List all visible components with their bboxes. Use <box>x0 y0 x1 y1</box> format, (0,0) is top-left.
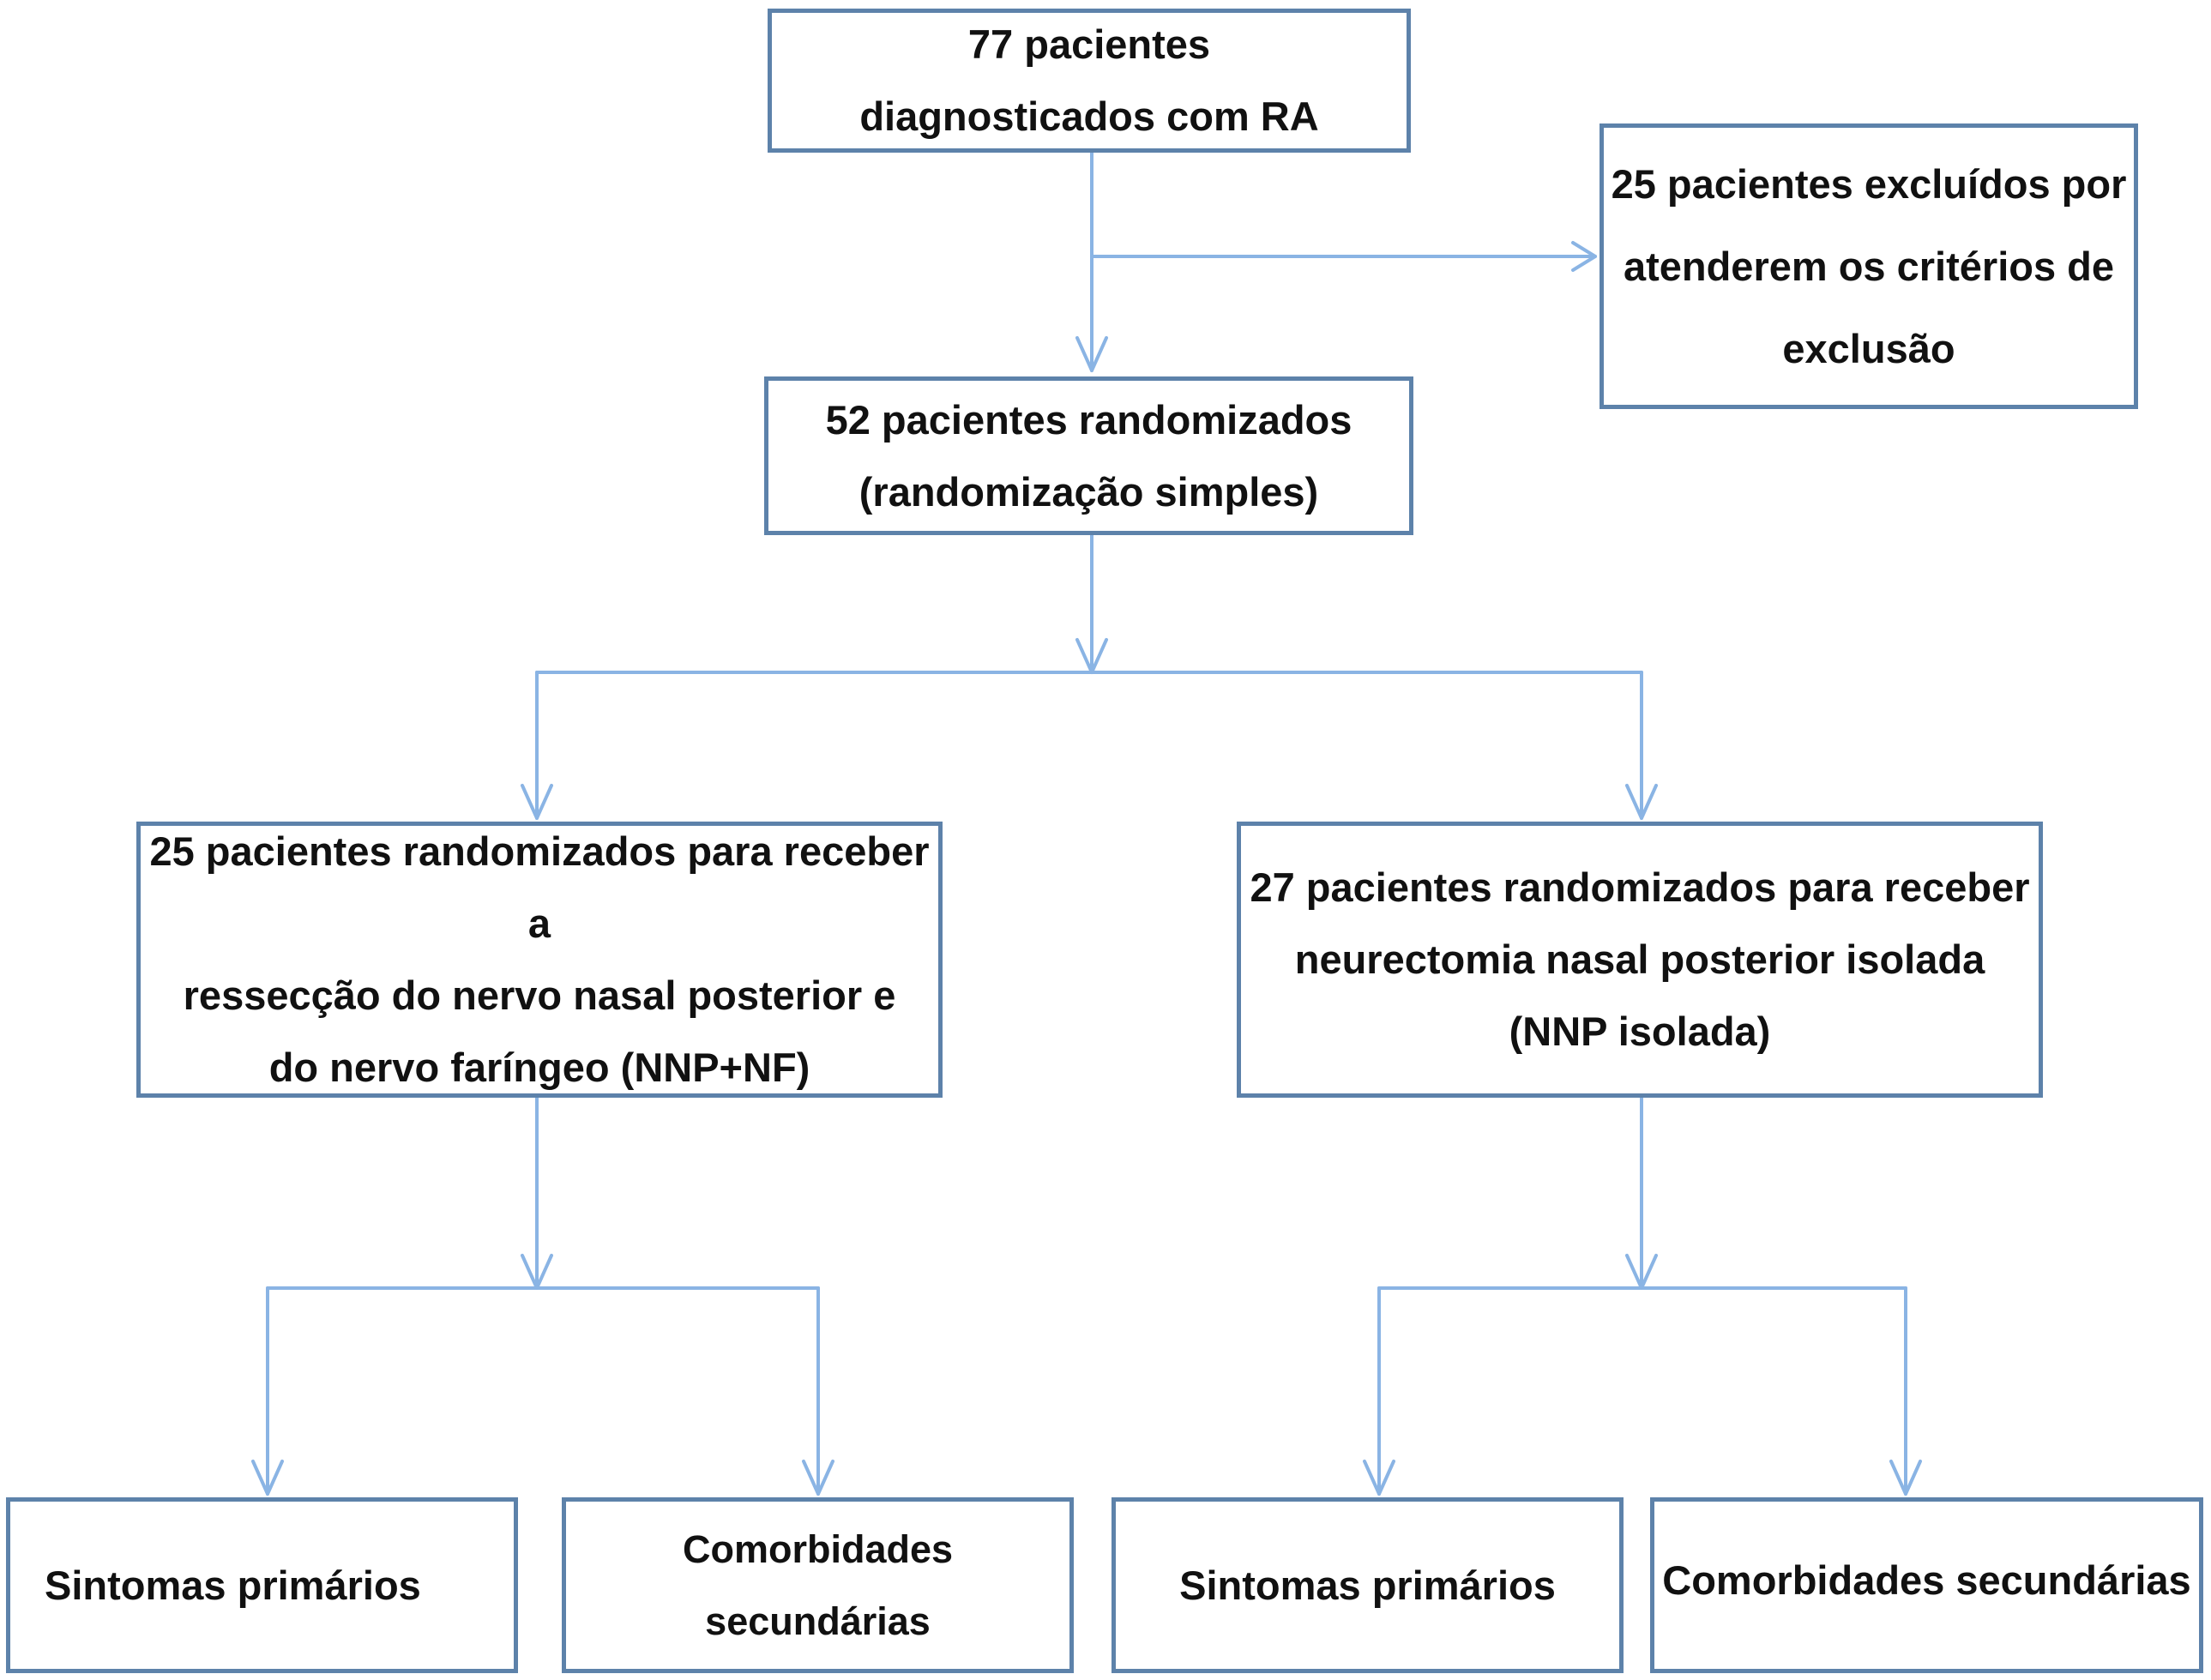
arrowhead-icon <box>1363 1460 1395 1496</box>
node-randomized: 52 pacientes randomizados (randomização … <box>764 376 1413 535</box>
node-excluded: 25 pacientes excluídos por atenderem os … <box>1600 123 2138 409</box>
arrowhead-icon <box>1571 241 1597 272</box>
node-randomized-label: 52 pacientes randomizados (randomização … <box>825 396 1353 515</box>
node-group-nnp: 27 pacientes randomizados para receber n… <box>1237 822 2043 1098</box>
arrowhead-icon <box>521 784 553 820</box>
node-start: 77 pacientes diagnosticados com RA <box>768 9 1411 153</box>
node-outcome-secondary-1-label: Comorbidades secundárias <box>682 1526 954 1643</box>
node-outcome-primary-1: Sintomas primários <box>6 1497 518 1673</box>
node-group-nnp-nf: 25 pacientes randomizados para receber a… <box>136 822 943 1098</box>
node-outcome-secondary-2-label: Comorbidades secundárias <box>1662 1557 2191 1603</box>
node-outcome-secondary-2: Comorbidades secundárias <box>1650 1497 2203 1673</box>
node-start-label: 77 pacientes diagnosticados com RA <box>859 21 1319 139</box>
node-outcome-secondary-1: Comorbidades secundárias <box>562 1497 1074 1673</box>
arrowhead-icon <box>251 1460 284 1496</box>
node-group-nnp-nf-label: 25 pacientes randomizados para receber a… <box>149 828 930 1090</box>
arrowhead-icon <box>1889 1460 1922 1496</box>
node-outcome-primary-1-label: Sintomas primários <box>45 1562 421 1608</box>
node-outcome-primary-2-label: Sintomas primários <box>1179 1562 1556 1608</box>
node-group-nnp-label: 27 pacientes randomizados para receber n… <box>1250 864 2030 1054</box>
node-excluded-label: 25 pacientes excluídos por atenderem os … <box>1611 160 2127 371</box>
arrowhead-icon <box>1625 784 1658 820</box>
node-outcome-primary-2: Sintomas primários <box>1112 1497 1624 1673</box>
arrowhead-icon <box>802 1460 834 1496</box>
arrowhead-icon <box>1075 336 1108 372</box>
